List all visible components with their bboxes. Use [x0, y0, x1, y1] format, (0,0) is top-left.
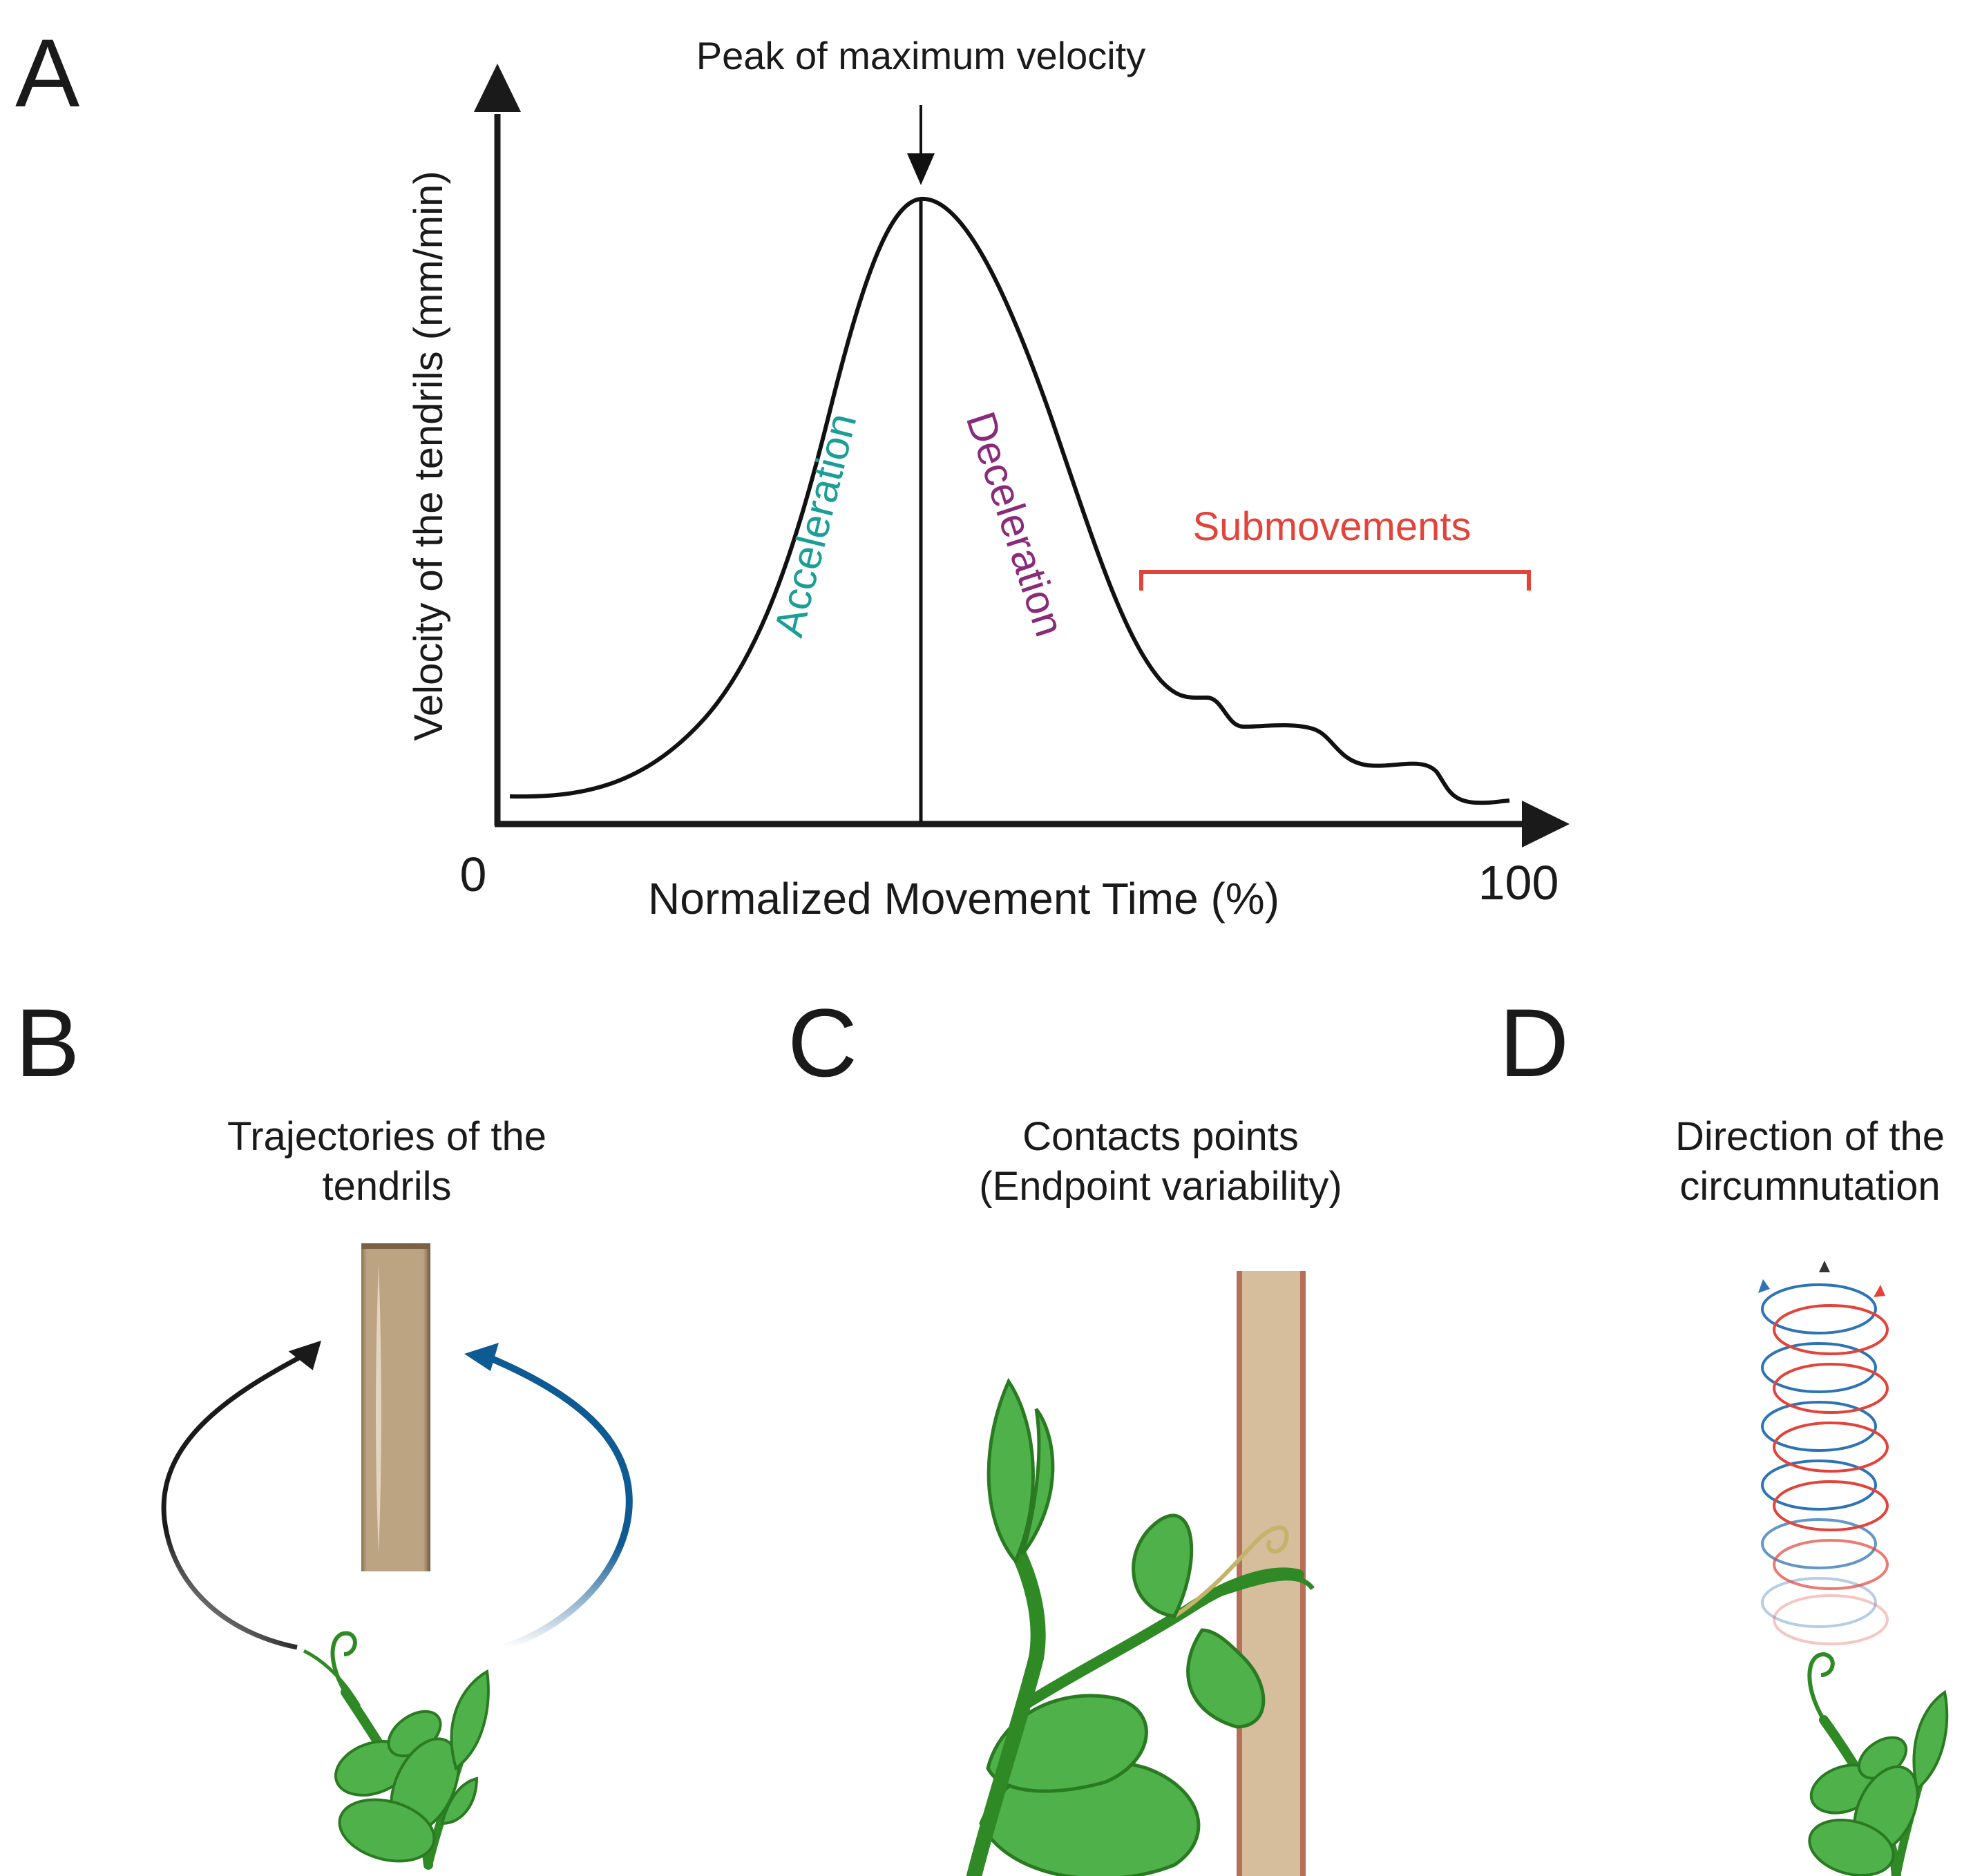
- submovements-bracket: [1139, 570, 1531, 591]
- x-axis-arrowhead: [1522, 801, 1570, 848]
- trajectory-arrow-blue: [482, 1352, 633, 1651]
- panel-c-caption-line1: Contacts points: [1022, 1114, 1299, 1159]
- panel-c-caption: Contacts points (Endpoint variability): [919, 1112, 1402, 1212]
- trajectory-arrowhead-black: [288, 1340, 322, 1370]
- acceleration-label: Acceleration: [765, 409, 866, 642]
- helix-red: [1773, 1304, 1889, 1645]
- trajectory-arrow-black: [161, 1352, 305, 1650]
- panel-b-illustration: [161, 1243, 633, 1870]
- panel-d-caption: Direction of the circumnutation: [1644, 1112, 1976, 1212]
- y-axis-arrowhead: [474, 64, 521, 112]
- helix-red-arrowhead: [1874, 1285, 1885, 1297]
- panel-letter-d: D: [1499, 988, 1570, 1097]
- support-pole-top: [361, 1243, 430, 1249]
- pea-plant-d: [1807, 1652, 1949, 1876]
- peak-annotation-label: Peak of maximum velocity: [696, 34, 1145, 77]
- deceleration-label: Deceleration: [957, 406, 1074, 642]
- velocity-chart: Peak of maximum velocity Velocity of the…: [406, 34, 1570, 923]
- peak-arrow-head: [907, 153, 935, 185]
- growth-axis-arrowhead: [1819, 1261, 1830, 1272]
- panel-c-illustration: [966, 1271, 1315, 1876]
- x-tick-label-0: 0: [460, 848, 487, 901]
- panel-letter-a: A: [15, 19, 80, 127]
- panel-b-caption-line1: Trajectories of the: [227, 1114, 547, 1159]
- panel-letter-c: C: [788, 988, 858, 1097]
- velocity-curve: [509, 196, 1510, 805]
- panel-d-illustration: [1758, 1261, 1949, 1876]
- panel-c-caption-line2: (Endpoint variability): [979, 1164, 1342, 1209]
- trajectory-arrowhead-blue: [464, 1343, 499, 1371]
- helix-blue-arrowhead: [1758, 1279, 1770, 1293]
- panel-b-caption: Trajectories of the tendrils: [159, 1112, 615, 1212]
- panel-d-caption-line2: circumnutation: [1679, 1164, 1941, 1209]
- y-axis-label: Velocity of the tendrils (mm/min): [406, 171, 451, 740]
- pea-plant-b: [303, 1631, 490, 1870]
- panel-d-caption-line1: Direction of the: [1675, 1114, 1945, 1159]
- panel-letter-b: B: [15, 988, 80, 1097]
- helix-blue: [1761, 1283, 1877, 1628]
- submovements-label: Submovements: [1193, 504, 1471, 549]
- support-pole: [361, 1243, 430, 1571]
- pea-plant-c: [966, 1377, 1315, 1876]
- x-axis-label: Normalized Movement Time (%): [648, 874, 1279, 923]
- panel-b-caption-line2: tendrils: [322, 1164, 452, 1209]
- support-pole-highlight: [376, 1264, 381, 1554]
- x-tick-label-100: 100: [1478, 856, 1559, 910]
